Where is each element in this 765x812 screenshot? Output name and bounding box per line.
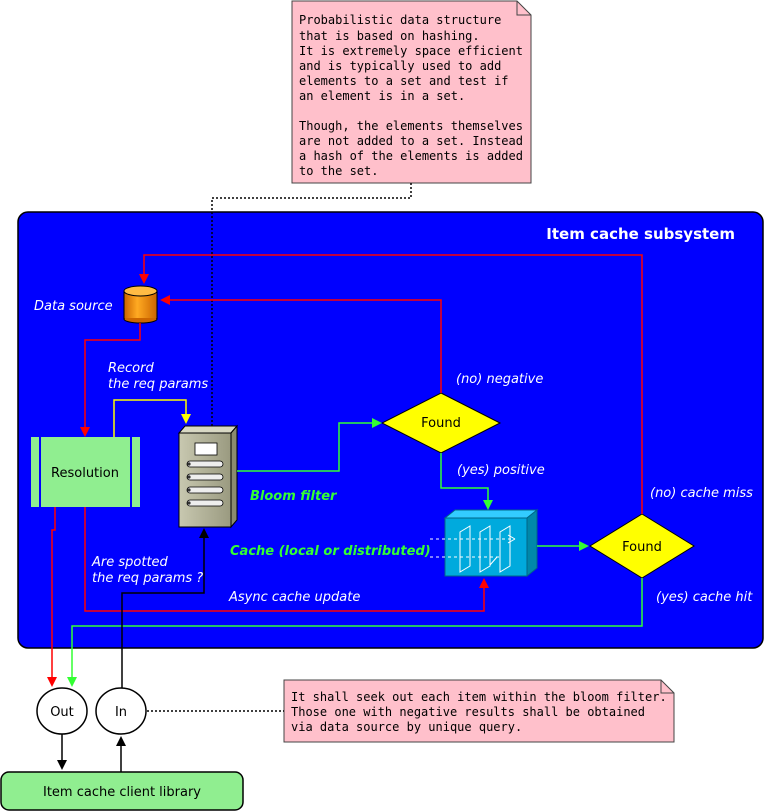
note-top-text: Probabilistic data structure that is bas… bbox=[299, 13, 530, 178]
arrow-datasource-to-resolution bbox=[80, 323, 141, 437]
arrow-cachehit-to-out bbox=[67, 578, 643, 687]
resolution-node: Resolution bbox=[31, 437, 140, 507]
arrow-resolution-to-out bbox=[47, 507, 57, 687]
bloom-filter-label: Bloom filter bbox=[250, 489, 338, 504]
note-top: Probabilistic data structure that is bas… bbox=[291, 0, 532, 184]
client-library-node: Item cache client library bbox=[0, 771, 244, 811]
label-negative: (no) negative bbox=[456, 372, 543, 387]
subsystem-title: Item cache subsystem bbox=[546, 225, 735, 243]
arrow-in-to-bloom bbox=[121, 528, 209, 689]
cache-label: Cache (local or distributed) bbox=[230, 544, 431, 559]
label-record: Record the req params bbox=[108, 361, 208, 392]
arrow-record-params bbox=[113, 399, 191, 437]
arrow-positive-to-cache bbox=[440, 453, 493, 510]
data-source-label: Data source bbox=[34, 299, 113, 314]
note-bottom-text: It shall seek out each item within the b… bbox=[291, 690, 674, 734]
label-positive: (yes) positive bbox=[457, 463, 545, 478]
cache-icon bbox=[430, 508, 539, 578]
note-top-connector bbox=[211, 183, 412, 426]
out-label: Out bbox=[50, 705, 74, 720]
in-label: In bbox=[115, 705, 127, 720]
found-decision-1: Found bbox=[380, 392, 502, 454]
label-async-update: Async cache update bbox=[228, 590, 360, 605]
found-1-label: Found bbox=[421, 416, 461, 431]
out-node: Out bbox=[36, 687, 88, 735]
arrow-bloom-to-found1 bbox=[237, 418, 382, 472]
client-library-label: Item cache client library bbox=[43, 785, 201, 800]
resolution-label: Resolution bbox=[51, 466, 119, 481]
found-decision-2: Found bbox=[589, 513, 695, 579]
label-cache-miss: (no) cache miss bbox=[650, 486, 753, 501]
note-bottom: It shall seek out each item within the b… bbox=[283, 679, 675, 743]
found-2-label: Found bbox=[622, 540, 662, 555]
arrow-cachemiss-to-datasource bbox=[139, 254, 643, 514]
label-spotted: Are spotted the req params ? bbox=[91, 555, 203, 586]
arrow-async-cache-update bbox=[84, 507, 489, 612]
data-source-cylinder-icon bbox=[123, 285, 158, 324]
arrow-negative-to-datasource bbox=[160, 295, 442, 393]
in-node: In bbox=[95, 687, 147, 735]
bloom-filter-server-icon bbox=[177, 424, 239, 529]
label-cache-hit: (yes) cache hit bbox=[656, 590, 753, 605]
